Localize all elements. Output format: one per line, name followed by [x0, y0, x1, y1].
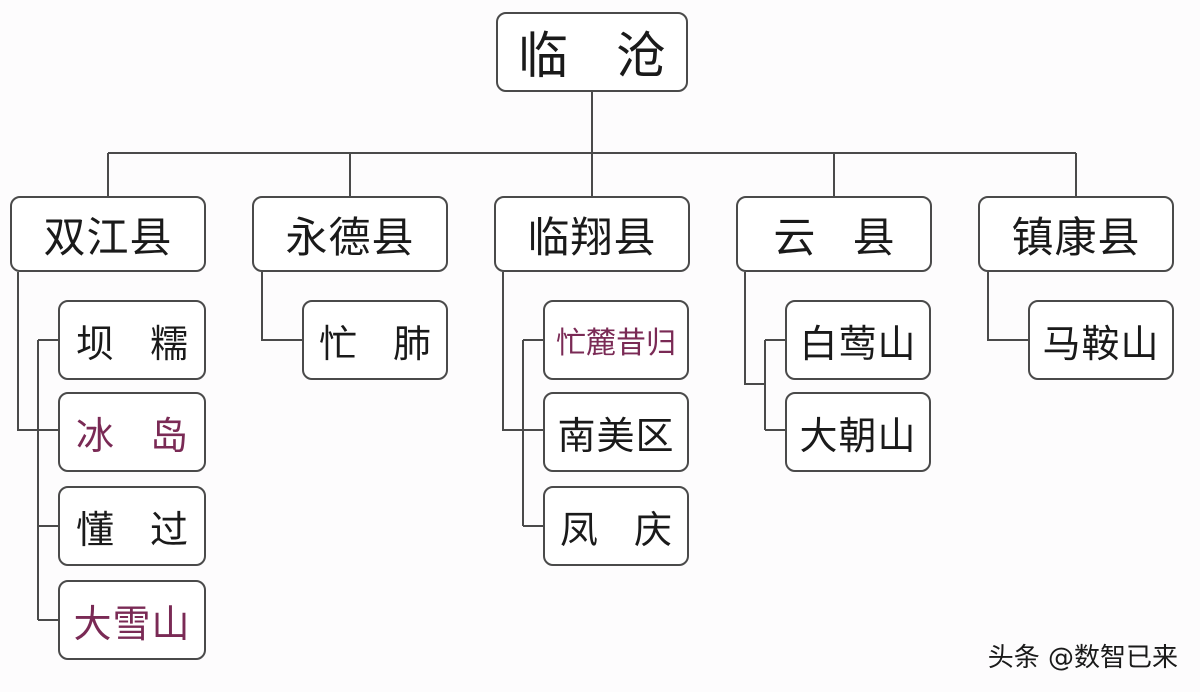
county-node: 双江县	[10, 196, 206, 272]
town-node: 白莺山	[785, 300, 931, 380]
town-node: 懂 过	[58, 486, 206, 566]
root-node: 临 沧	[496, 12, 688, 92]
town-node: 忙 肺	[302, 300, 448, 380]
county-node: 云 县	[736, 196, 932, 272]
town-node: 南美区	[543, 392, 689, 472]
county-node: 临翔县	[494, 196, 690, 272]
town-node: 忙麓昔归	[543, 300, 689, 380]
county-node: 永德县	[252, 196, 448, 272]
town-node: 凤 庆	[543, 486, 689, 566]
town-node: 大雪山	[58, 580, 206, 660]
town-node: 马鞍山	[1028, 300, 1174, 380]
county-node: 镇康县	[978, 196, 1174, 272]
watermark-text: 头条 @数智已来	[987, 643, 1178, 673]
town-node: 大朝山	[785, 392, 931, 472]
town-node: 冰 岛	[58, 392, 206, 472]
town-node: 坝 糯	[58, 300, 206, 380]
